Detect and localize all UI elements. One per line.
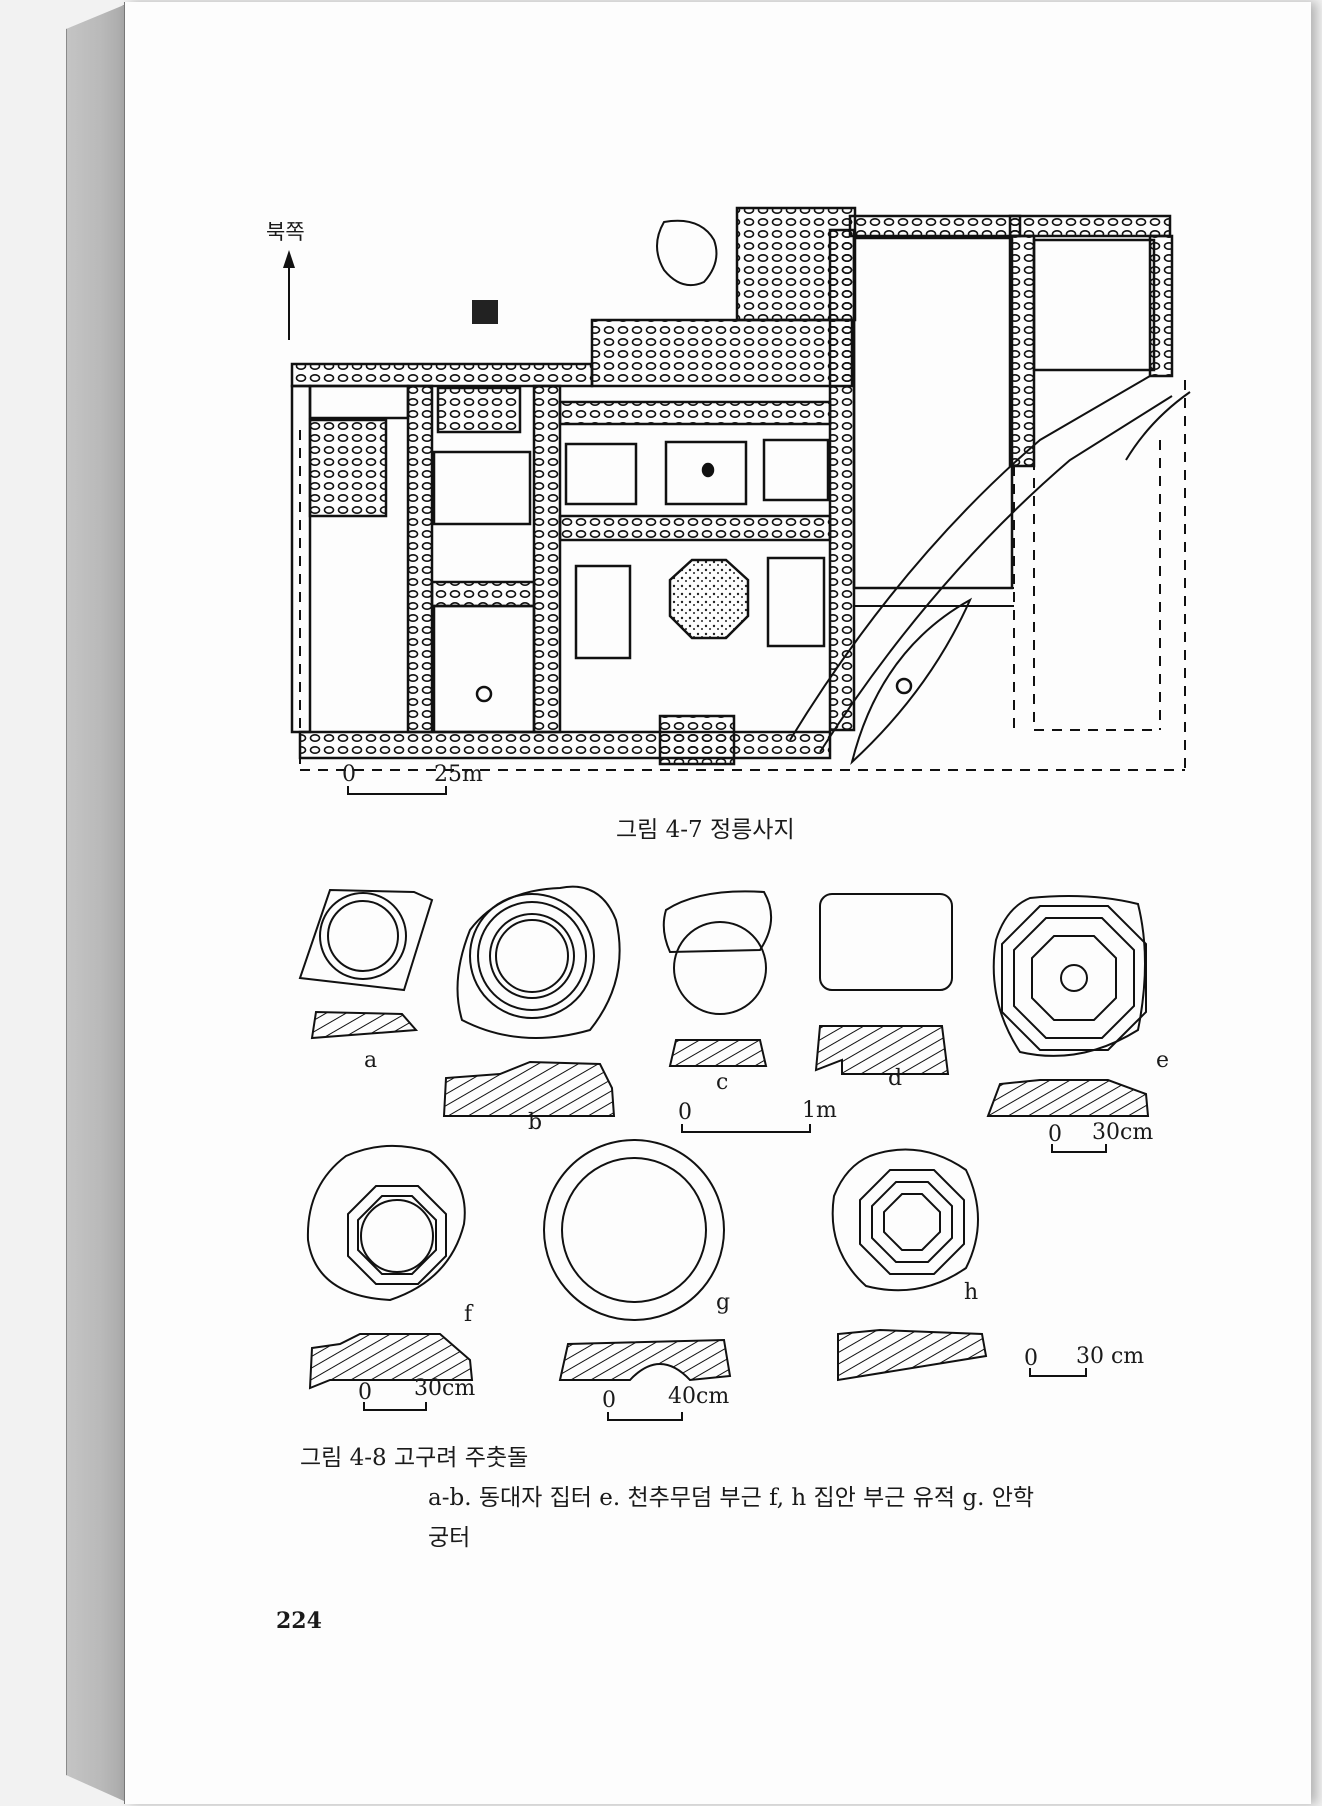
page-number: 224 — [276, 1608, 322, 1634]
north-label: 북쪽 — [266, 220, 305, 244]
figure-4-8-caption-line3: 궁터 — [428, 1525, 471, 1551]
figure-4-7-caption: 그림 4-7 정릉사지 — [616, 817, 795, 843]
scale-bar-4-7 — [347, 786, 447, 795]
label-b: b — [528, 1110, 543, 1135]
label-h: h — [964, 1280, 979, 1305]
scale-label-start: 0 — [342, 762, 356, 787]
column-base-g — [543, 1139, 732, 1382]
scale-e-end: 30cm — [1092, 1120, 1154, 1145]
scale-label-end: 25m — [434, 762, 483, 787]
scale-e-start: 0 — [1048, 1122, 1062, 1147]
column-base-e — [986, 895, 1150, 1117]
scale-1m-start: 0 — [678, 1100, 692, 1125]
label-c: c — [716, 1070, 729, 1095]
label-e: e — [1156, 1048, 1170, 1073]
column-base-b — [442, 885, 621, 1117]
scale-h-end: 30 cm — [1076, 1344, 1145, 1369]
scale-f-start: 0 — [358, 1380, 372, 1405]
column-base-f — [306, 1144, 474, 1390]
figure-4-8-caption: 그림 4-8 고구려 주춧돌 — [300, 1445, 529, 1471]
north-arrow-icon — [283, 250, 295, 340]
site-marker — [472, 300, 498, 324]
scale-g-end: 40cm — [668, 1384, 730, 1409]
scale-f-end: 30cm — [414, 1376, 476, 1401]
label-d: d — [888, 1066, 903, 1091]
column-base-h — [831, 1148, 988, 1382]
scale-1m-end: 1m — [802, 1098, 837, 1123]
book-page — [124, 2, 1311, 1804]
column-base-d — [814, 893, 953, 1075]
site-plan — [290, 206, 1191, 771]
column-base-c — [662, 890, 773, 1067]
label-g: g — [716, 1290, 731, 1315]
scale-bars-4-8 — [363, 1124, 1107, 1421]
figure-4-8-caption-line2: a-b. 동대자 집터 e. 천추무덤 부근 f, h 집안 부근 유적 g. … — [428, 1485, 1035, 1511]
book-spine — [66, 5, 124, 1801]
scale-h-start: 0 — [1024, 1346, 1038, 1371]
scale-g-start: 0 — [602, 1388, 616, 1413]
label-f: f — [464, 1302, 473, 1327]
label-a: a — [364, 1048, 378, 1073]
column-base-a — [298, 888, 434, 1040]
